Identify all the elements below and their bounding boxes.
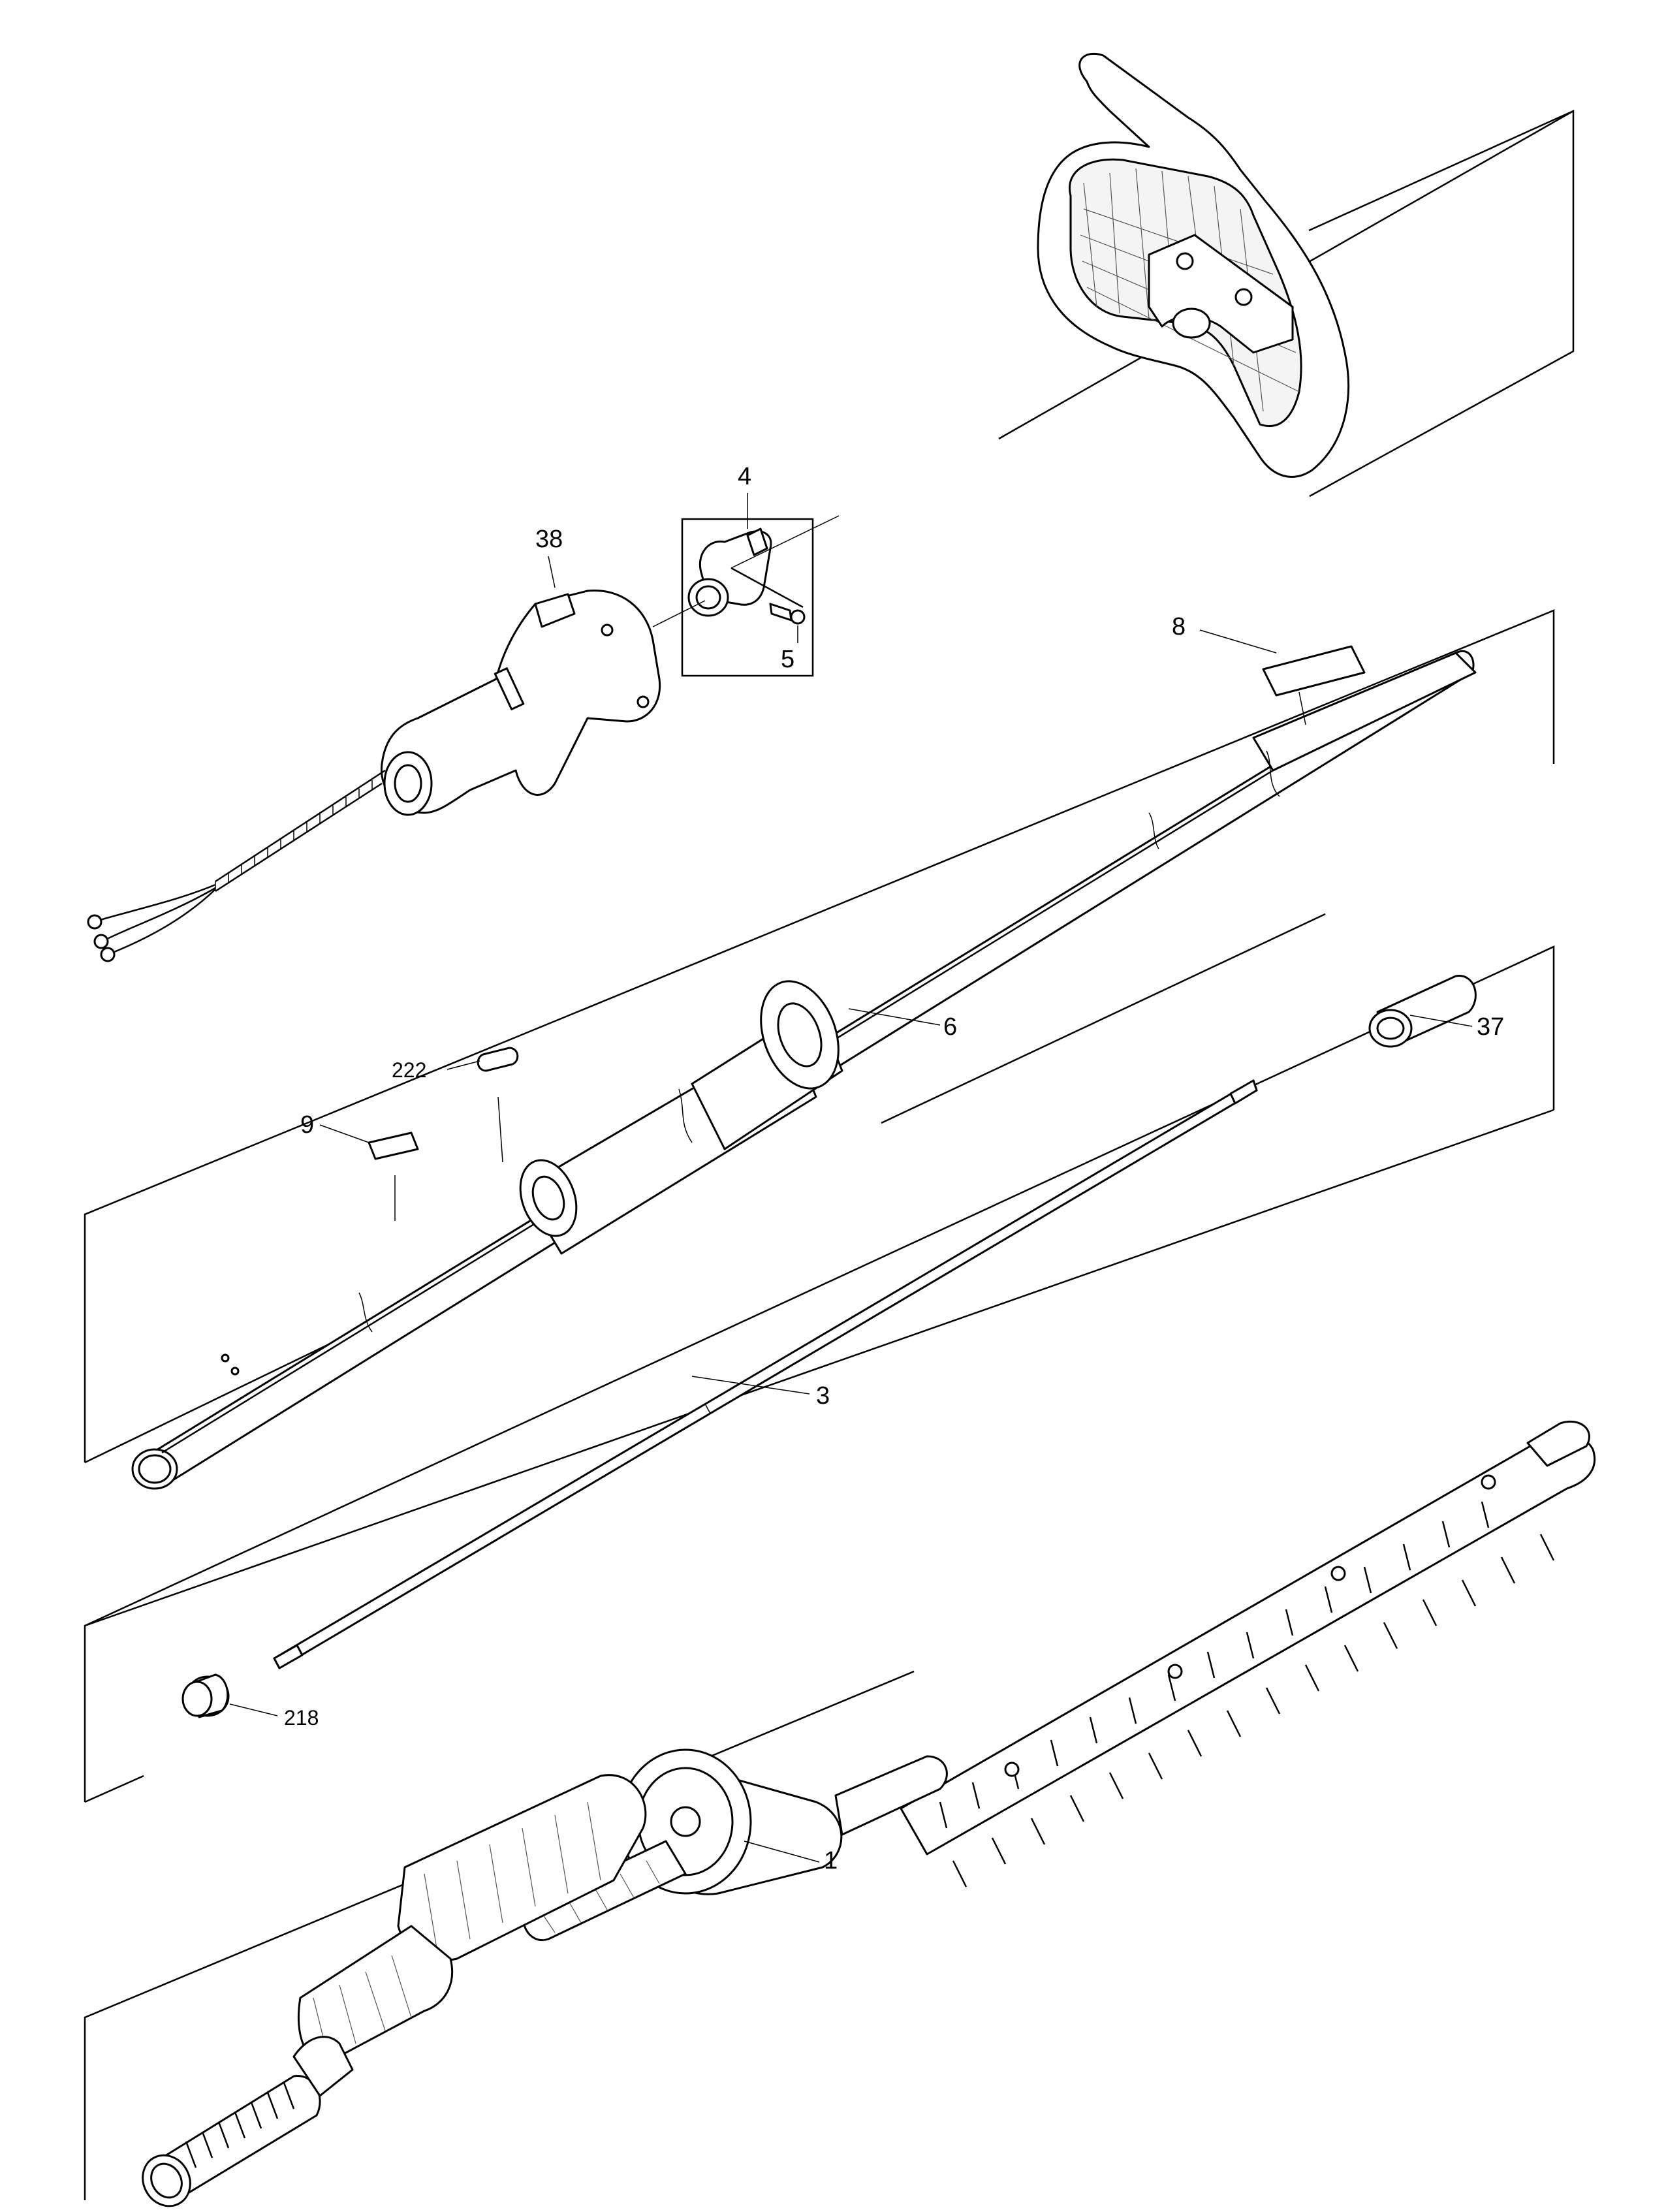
callout-5: 5 — [781, 646, 794, 673]
labels-decals — [368, 645, 1366, 1221]
group-frames — [84, 109, 1575, 2200]
callout-222: 222 — [392, 1058, 426, 1082]
callout-numbers: 1 3 4 5 6 8 9 37 38 218 222 — [284, 463, 1504, 1874]
callout-6: 6 — [943, 1013, 957, 1041]
washer-218 — [181, 1673, 230, 1718]
callout-3: 3 — [816, 1382, 830, 1410]
callout-4: 4 — [738, 463, 751, 490]
drive-shaft — [273, 1079, 1258, 1669]
leader-lines — [229, 493, 1473, 1863]
main-shaft — [131, 650, 1477, 1490]
sleeve-37 — [1368, 975, 1477, 1048]
callout-218: 218 — [284, 1706, 319, 1730]
throttle-handle — [87, 589, 661, 962]
callout-38: 38 — [535, 526, 563, 553]
callout-8: 8 — [1172, 613, 1186, 640]
loop-handle — [1037, 52, 1350, 478]
callout-9: 9 — [300, 1111, 314, 1139]
hedge-trimmer-head — [142, 1420, 1596, 2207]
callout-37: 37 — [1477, 1013, 1504, 1041]
callout-1: 1 — [824, 1847, 838, 1874]
clamp-box — [652, 515, 840, 677]
